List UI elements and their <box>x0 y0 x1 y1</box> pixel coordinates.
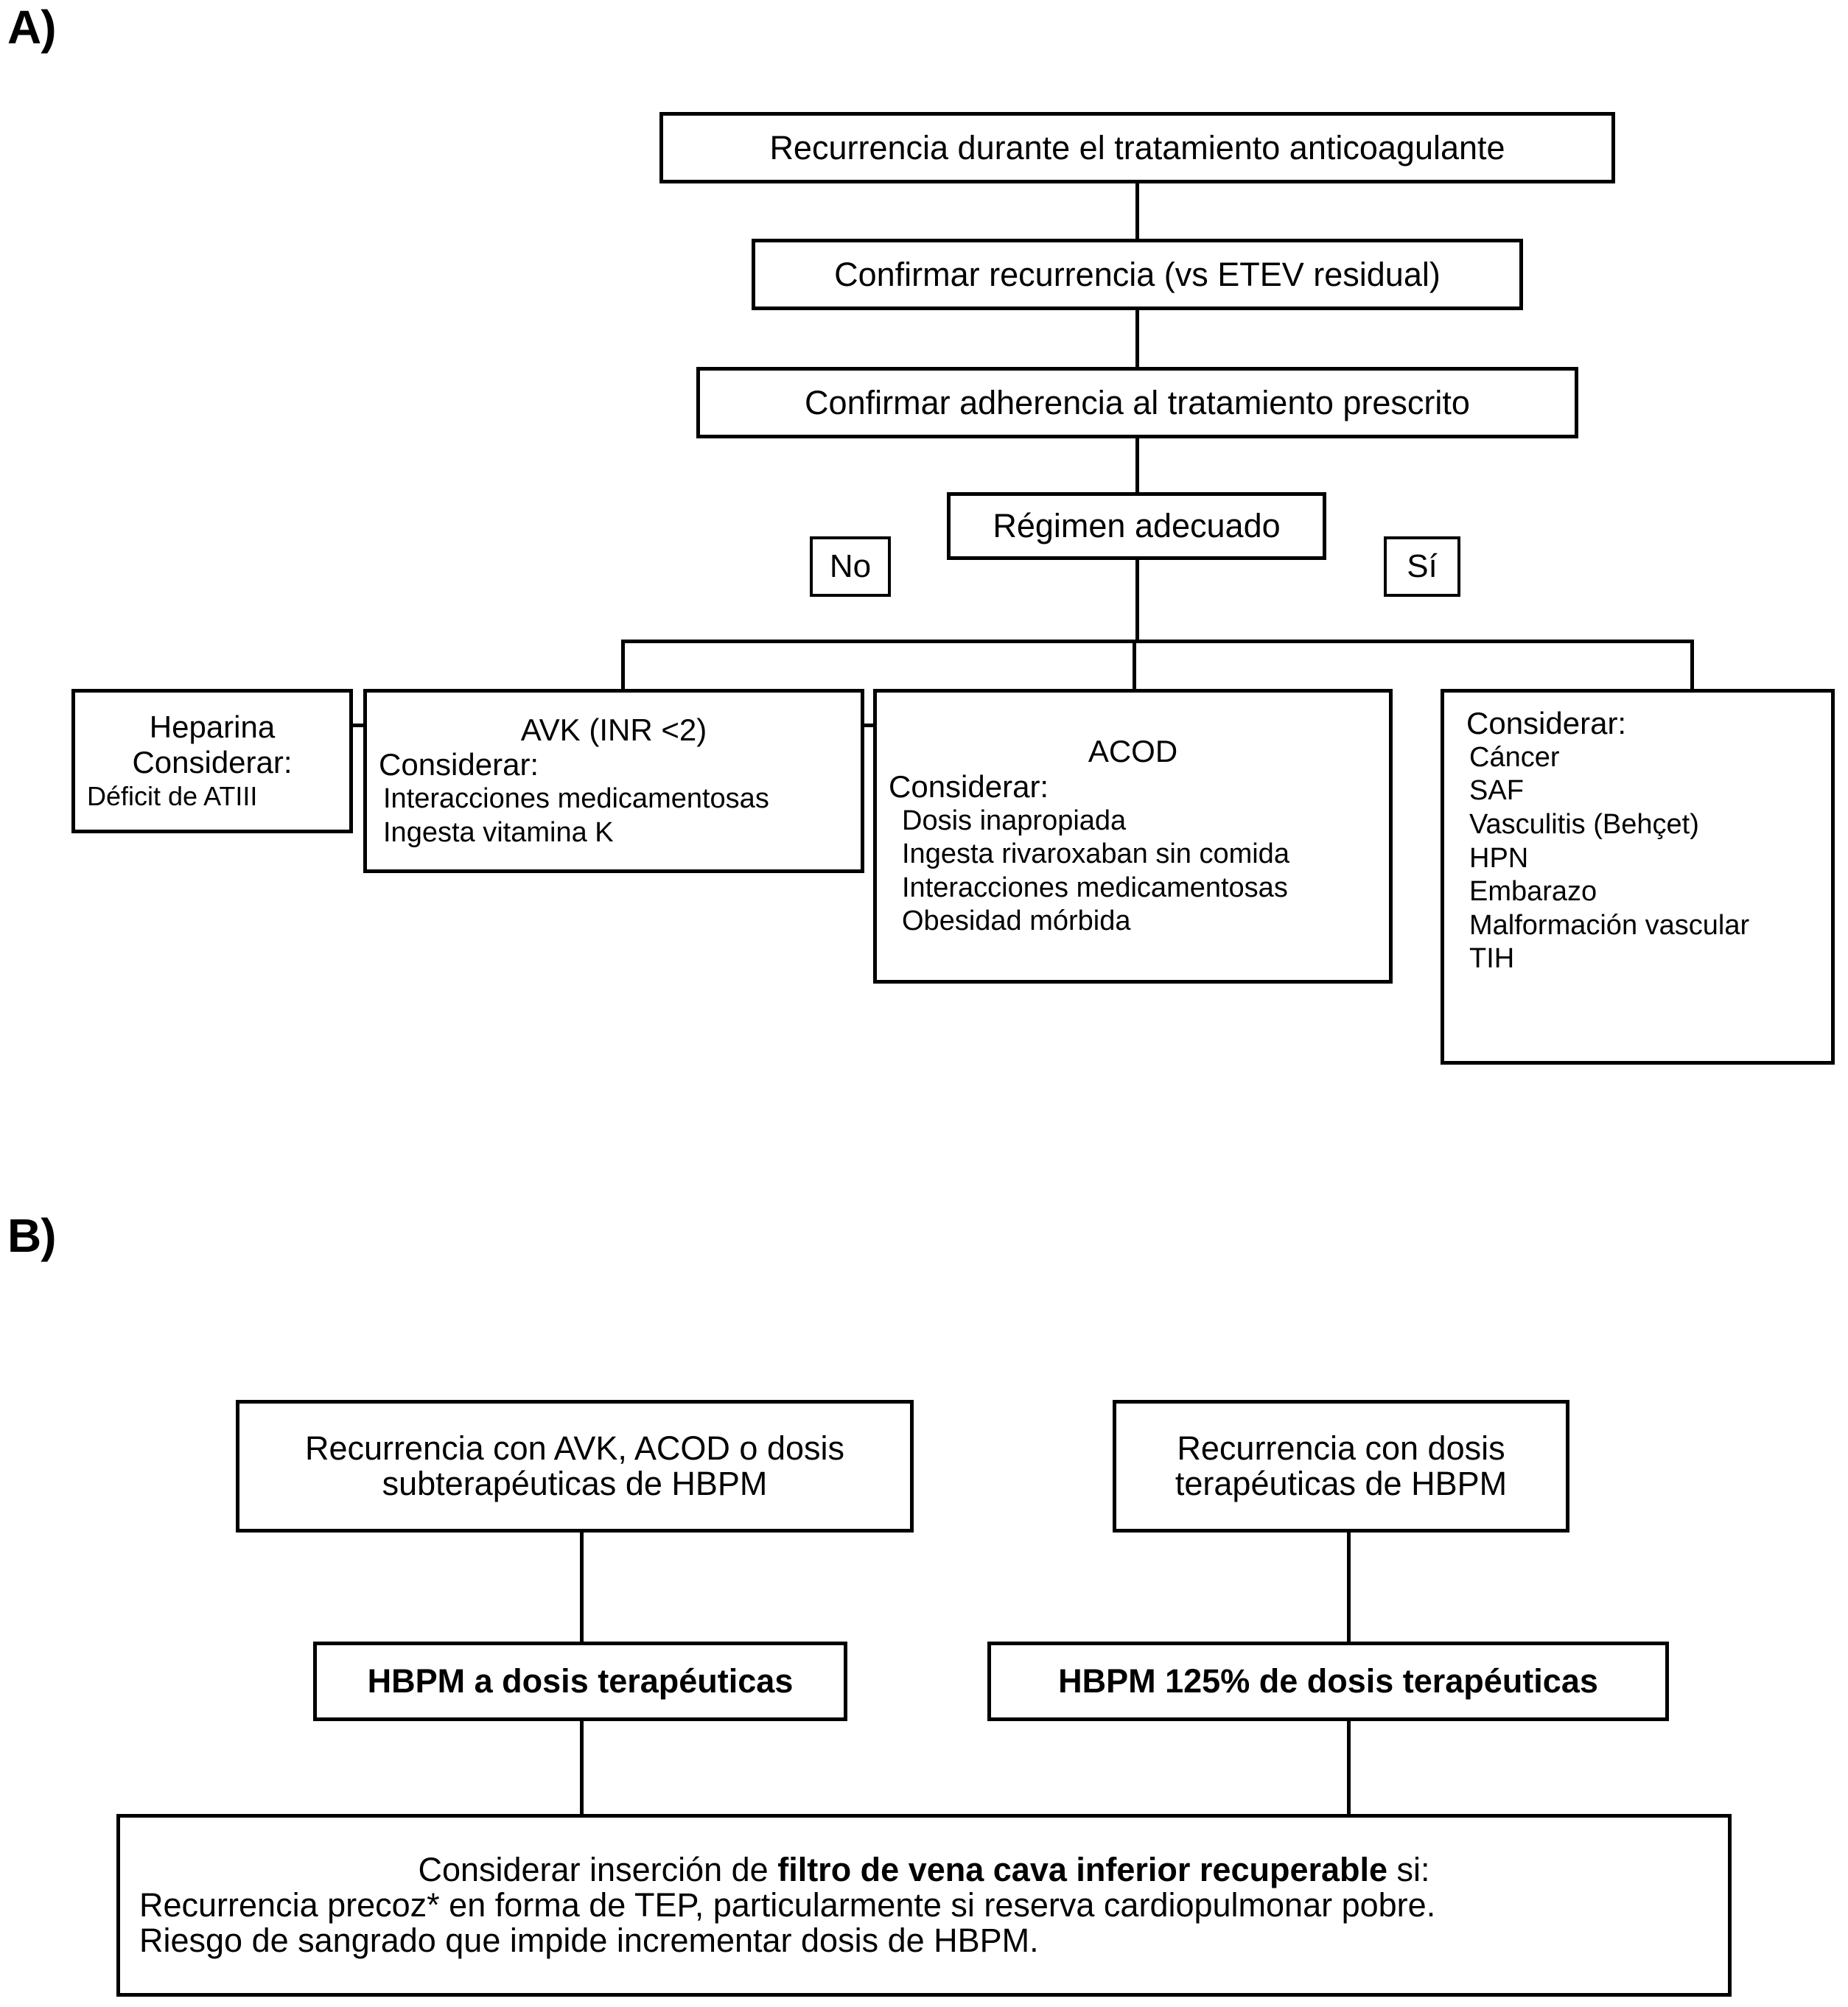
connector-bus-upper-right-drop <box>1690 640 1694 689</box>
node-start-label: Recurrencia durante el tratamiento antic… <box>769 128 1505 167</box>
branch-label-no-text: No <box>829 548 872 584</box>
connector-adherence-to-decision <box>1135 438 1139 492</box>
connector-bus-upper-left-drop <box>621 640 625 726</box>
node-confirm-recurrence-label: Confirmar recurrencia (vs ETEV residual) <box>834 255 1441 293</box>
node-confirm-adherence: Confirmar adherencia al tratamiento pres… <box>696 367 1578 438</box>
node-considerar-item-1: SAF <box>1469 775 1524 807</box>
node-avk-item-1: Ingesta vitamina K <box>383 816 614 848</box>
node-heparina-title: Heparina <box>149 710 276 745</box>
node-heparina: Heparina Considerar: Déficit de ATIII <box>71 689 353 833</box>
panel-a-label: A) <box>7 1 57 54</box>
connector-start-to-confirm-recurrence <box>1135 183 1139 239</box>
connector-b-right-action-to-footer <box>1347 1721 1351 1817</box>
node-acod-title: ACOD <box>1088 733 1178 768</box>
node-ivc-filter-recommendation: Considerar inserción de filtro de vena c… <box>116 1814 1732 1997</box>
connector-b-left-top-to-action <box>580 1533 584 1642</box>
node-hbpm-therapeutic-dose: HBPM a dosis terapéuticas <box>313 1642 847 1721</box>
node-acod-item-3: Obesidad mórbida <box>902 906 1131 937</box>
node-considerar-subtitle: Considerar: <box>1466 706 1627 740</box>
node-acod-subtitle: Considerar: <box>889 768 1049 804</box>
node-acod-item-2: Interacciones medicamentosas <box>902 872 1288 903</box>
node-hbpm-125-dose-label: HBPM 125% de dosis terapéuticas <box>1058 1662 1598 1700</box>
node-avk-item-0: Interacciones medicamentosas <box>383 783 769 815</box>
node-avk-subtitle: Considerar: <box>379 747 539 782</box>
node-ivc-filter-line2: Recurrencia precoz* en forma de TEP, par… <box>139 1886 1436 1924</box>
connector-bus-upper-acod-drop <box>1133 640 1136 689</box>
node-acod-item-1: Ingesta rivaroxaban sin comida <box>902 838 1289 870</box>
branch-label-yes-text: Sí <box>1407 548 1438 584</box>
node-avk-title: AVK (INR <2) <box>520 712 707 747</box>
connector-decision-stem <box>1135 560 1139 641</box>
node-ivc-filter-line3: Riesgo de sangrado que impide incrementa… <box>139 1921 1039 1959</box>
connector-b-left-action-to-footer <box>580 1721 584 1817</box>
node-hbpm-therapeutic-dose-label: HBPM a dosis terapéuticas <box>367 1662 794 1700</box>
node-acod: ACOD Considerar: Dosis inapropiada Inges… <box>873 689 1393 984</box>
node-ivc-filter-line1-post: si: <box>1387 1851 1430 1889</box>
branch-label-yes: Sí <box>1384 536 1460 597</box>
branch-label-no: No <box>810 536 891 597</box>
node-considerar-item-5: Malformación vascular <box>1469 909 1750 941</box>
node-confirm-adherence-label: Confirmar adherencia al tratamiento pres… <box>805 383 1470 421</box>
node-considerar-item-3: HPN <box>1469 842 1529 874</box>
node-regimen-decision-label: Régimen adecuado <box>993 507 1281 545</box>
node-avk: AVK (INR <2) Considerar: Interacciones m… <box>363 689 864 873</box>
node-regimen-decision: Régimen adecuado <box>947 492 1326 560</box>
node-heparina-subtitle: Considerar: <box>132 745 293 780</box>
node-recurrence-therapeutic-line1: Recurrencia con dosis <box>1177 1429 1505 1468</box>
connector-b-right-top-to-action <box>1347 1533 1351 1642</box>
node-considerar-item-6: TIH <box>1469 943 1515 975</box>
node-considerar-item-4: Embarazo <box>1469 876 1597 908</box>
node-start: Recurrencia durante el tratamiento antic… <box>659 112 1615 183</box>
connector-confirm-recurrence-to-adherence <box>1135 310 1139 367</box>
node-heparina-item-0: Déficit de ATIII <box>87 780 258 811</box>
node-ivc-filter-line1: Considerar inserción de filtro de vena c… <box>120 1852 1728 1888</box>
node-recurrence-avk-line1: Recurrencia con AVK, ACOD o dosis <box>305 1429 844 1468</box>
connector-bus-upper <box>621 640 1694 643</box>
node-recurrence-avk-acod-subtherapeutic: Recurrencia con AVK, ACOD o dosis subter… <box>236 1400 914 1533</box>
node-confirm-recurrence: Confirmar recurrencia (vs ETEV residual) <box>752 239 1523 310</box>
node-considerar-item-2: Vasculitis (Behçet) <box>1469 809 1699 841</box>
node-recurrence-avk-line2: subterapéuticas de HBPM <box>382 1465 768 1502</box>
node-recurrence-therapeutic-hbpm: Recurrencia con dosis terapéuticas de HB… <box>1113 1400 1569 1533</box>
node-acod-item-0: Dosis inapropiada <box>902 805 1127 836</box>
node-considerar-causes: Considerar: Cáncer SAF Vasculitis (Behçe… <box>1441 689 1835 1065</box>
node-recurrence-therapeutic-line2: terapéuticas de HBPM <box>1175 1465 1508 1502</box>
node-hbpm-125-dose: HBPM 125% de dosis terapéuticas <box>987 1642 1669 1721</box>
node-ivc-filter-line1-emphasis: filtro de vena cava inferior recuperable <box>777 1851 1388 1889</box>
node-ivc-filter-line1-pre: Considerar inserción de <box>418 1851 778 1889</box>
node-considerar-item-0: Cáncer <box>1469 741 1560 773</box>
panel-b-label: B) <box>7 1209 57 1262</box>
